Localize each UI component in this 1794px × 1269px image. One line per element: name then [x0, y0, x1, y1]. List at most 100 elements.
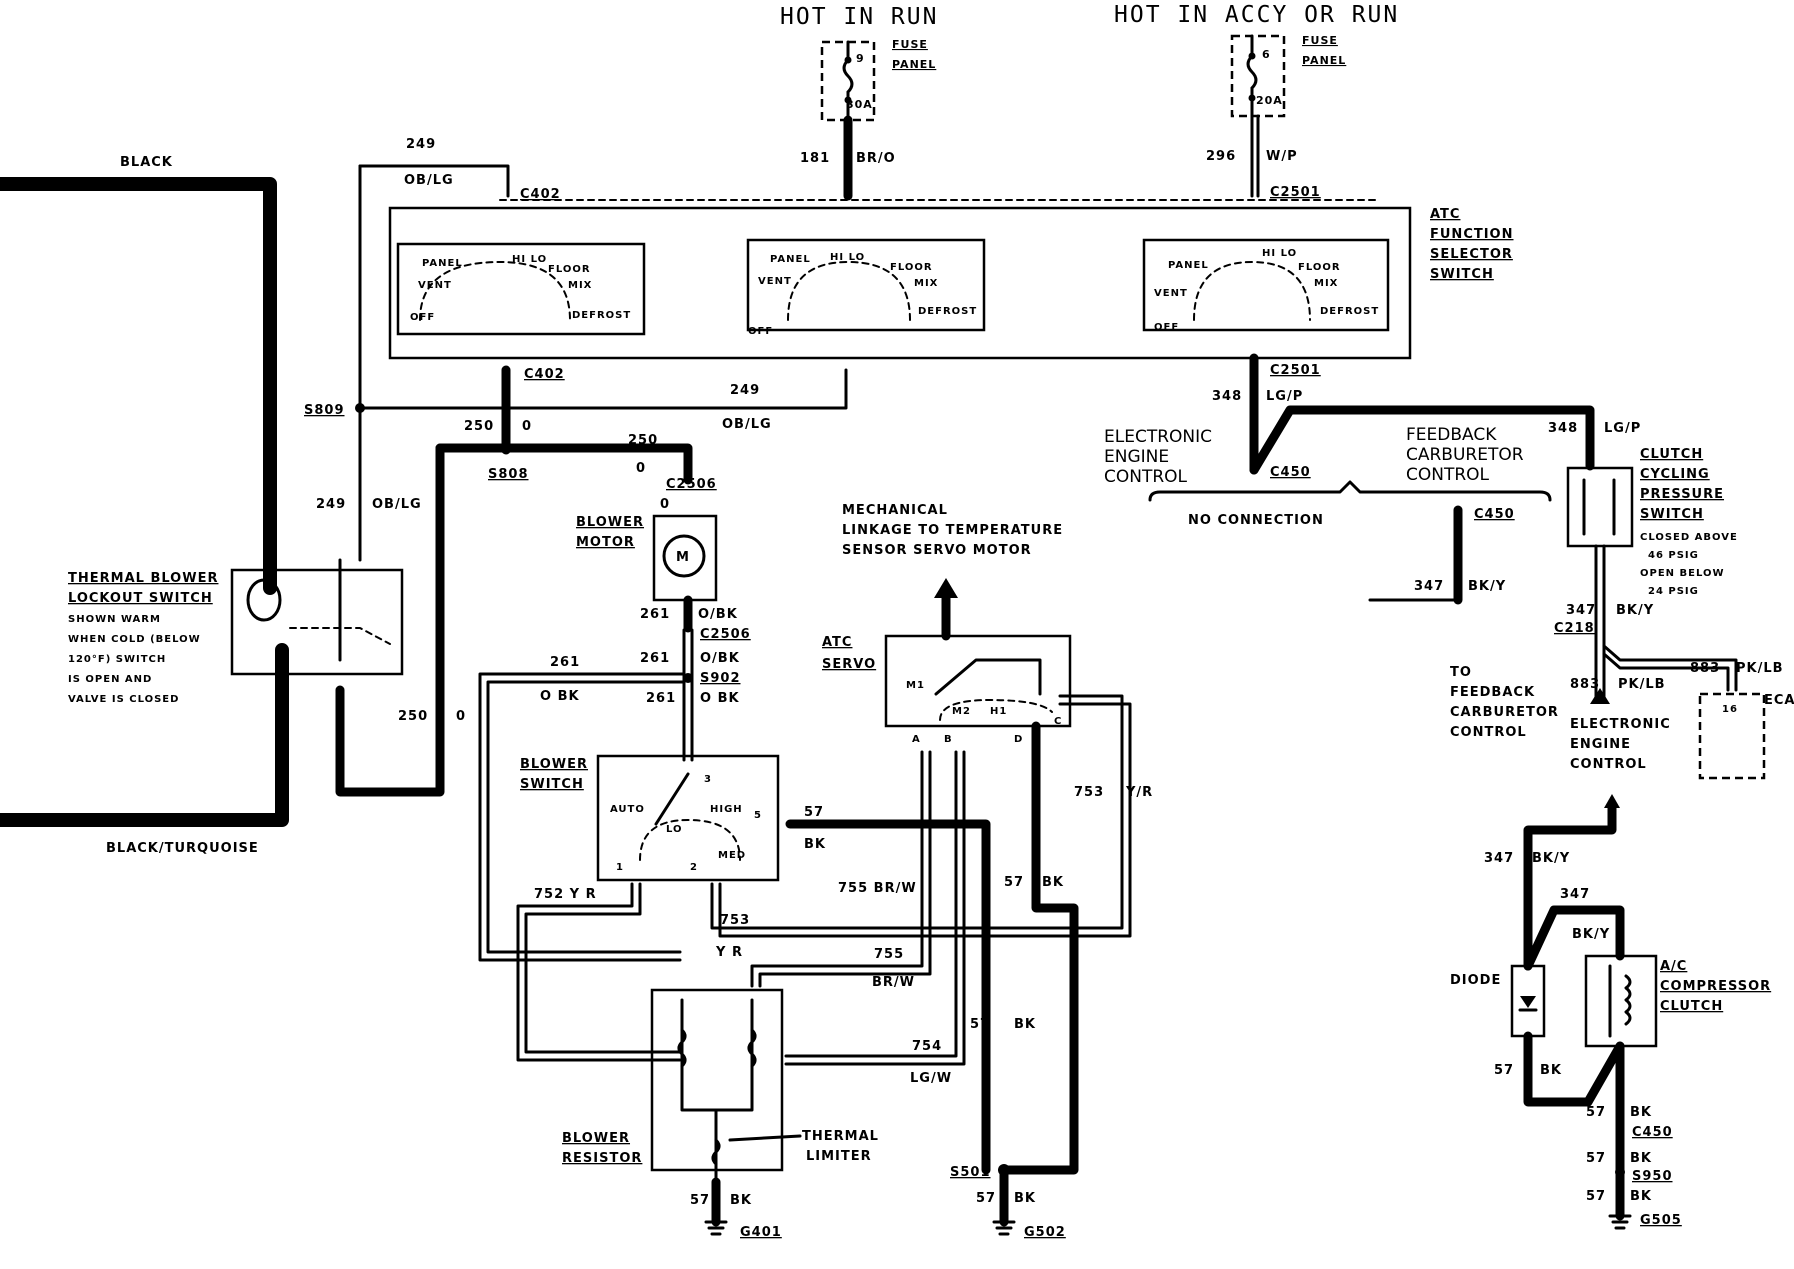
wire-347-c-label: 347 — [1484, 851, 1514, 866]
wire-57-f-color: BK — [1540, 1063, 1562, 1078]
blower-motor: M — [652, 514, 718, 602]
sel3-vent: VENT — [1154, 288, 1188, 299]
bs-med: MED — [718, 850, 746, 861]
s809-label: S809 — [304, 403, 345, 418]
atc-selector-title-3: SELECTOR — [1430, 247, 1513, 262]
servo-c: C — [1054, 716, 1062, 727]
thermal-blower-title-1: THERMAL BLOWER — [68, 571, 218, 586]
bs-pin3: 3 — [704, 774, 712, 785]
wire-755-a-label: 755 BR/W — [838, 881, 917, 896]
wire-755-b-label: 755 — [874, 947, 904, 962]
thermal-blower-lockout-switch — [230, 558, 404, 676]
sel1-hilo: HI LO — [512, 254, 547, 265]
s902-label: S902 — [700, 671, 741, 686]
sel3-defrost: DEFROST — [1320, 306, 1379, 317]
bs-auto: AUTO — [610, 804, 645, 815]
sel2-mix: MIX — [914, 278, 938, 289]
servo-b: B — [944, 734, 953, 745]
wire-261-d-label: 261 — [550, 655, 580, 670]
servo-a: A — [912, 734, 921, 745]
sel1-panel: PANEL — [422, 258, 463, 269]
mechanical-3: SENSOR SERVO MOTOR — [842, 543, 1032, 558]
atc-selector-title-1: ATC — [1430, 207, 1460, 222]
atc-selector-title-2: FUNCTION — [1430, 227, 1514, 242]
diode-label: DIODE — [1450, 973, 1501, 988]
wire-57-h-label: 57 — [1586, 1151, 1606, 1166]
atc-selector-title: ATC FUNCTION SELECTOR SWITCH — [1430, 207, 1514, 282]
eca-label: ECA — [1764, 693, 1794, 708]
linkage-arrow-icon — [934, 578, 958, 598]
to-feedback-4: CONTROL — [1450, 725, 1527, 740]
hot-in-run-label: HOT IN RUN — [780, 4, 938, 30]
wire-883-b-color: PK/LB — [1618, 677, 1666, 692]
wire-250-a-color: 0 — [522, 419, 532, 434]
wire-57-i-label: 57 — [1586, 1189, 1606, 1204]
eca-pin: 16 — [1722, 704, 1738, 715]
wire-261-a-label: 261 — [640, 607, 670, 622]
clutch-cycling-pressure-switch — [1566, 466, 1634, 548]
wire-57-e-label: 57 — [690, 1193, 710, 1208]
c2506-b: C2506 — [700, 627, 751, 642]
wire-261-d-color: O BK — [540, 689, 580, 704]
diode — [1510, 964, 1546, 1038]
fuse-left-label-2: PANEL — [892, 58, 936, 71]
wire-348-a-color: LG/P — [1266, 389, 1303, 404]
s501-label: S501 — [950, 1165, 991, 1180]
eec-upper-2: ENGINE — [1104, 447, 1169, 467]
wire-347-d-label: 347 — [1560, 887, 1590, 902]
to-feedback-2: FEEDBACK — [1450, 685, 1535, 700]
eec-lower-1: ELECTRONIC — [1570, 717, 1671, 732]
wire-347-d-color: BK/Y — [1572, 927, 1610, 942]
wire-261-b-label: 261 — [640, 651, 670, 666]
black-hose-label: BLACK — [120, 155, 173, 170]
blower-resistor-title-1: BLOWER — [562, 1131, 630, 1146]
wire-57-g-color: BK — [1630, 1105, 1652, 1120]
fuse-right-number: 6 — [1262, 48, 1271, 61]
wire-57-g-label: 57 — [1586, 1105, 1606, 1120]
wire-347-c-color: BK/Y — [1532, 851, 1570, 866]
fuse-right-label-1: FUSE — [1302, 34, 1338, 47]
ac-title-2: COMPRESSOR — [1660, 979, 1771, 994]
s808-label: S808 — [488, 467, 529, 482]
sel1-floor: FLOOR — [548, 264, 591, 275]
wire-250-c-color: 0 — [456, 709, 466, 724]
to-feedback-1: TO — [1450, 665, 1472, 680]
clutch-note-3: OPEN BELOW — [1640, 568, 1725, 579]
wire-347-a-color: BK/Y — [1468, 579, 1506, 594]
g401-label: G401 — [740, 1225, 782, 1240]
sel1-mix: MIX — [568, 280, 592, 291]
wire-261-c-color: O BK — [700, 691, 740, 706]
c450-a: C450 — [1270, 465, 1311, 480]
ac-title-1: A/C — [1660, 959, 1687, 974]
wire-347-connector-icon — [1604, 794, 1620, 808]
sel1-defrost: DEFROST — [572, 310, 631, 321]
c450-b: C450 — [1474, 507, 1515, 522]
blower-motor-title-2: MOTOR — [576, 535, 635, 550]
wire-249-mid-color: OB/LG — [722, 417, 772, 432]
sel3-panel: PANEL — [1168, 260, 1209, 271]
s950-label: S950 — [1632, 1169, 1673, 1184]
fuse-left-amps: 30A — [846, 98, 873, 111]
no-connection-label: NO CONNECTION — [1188, 513, 1324, 528]
thermal-note-3: 120°F) SWITCH — [68, 654, 166, 665]
sel2-vent: VENT — [758, 276, 792, 287]
thermal-note-5: VALVE IS CLOSED — [68, 694, 179, 705]
wire-57-f-label: 57 — [1494, 1063, 1514, 1078]
wire-296-label: 296 — [1206, 149, 1236, 164]
wire-249-mid-label: 249 — [730, 383, 760, 398]
clutch-title-1: CLUTCH — [1640, 447, 1703, 462]
wire-348-a-label: 348 — [1212, 389, 1242, 404]
thermal-blower-title: THERMAL BLOWER LOCKOUT SWITCH SHOWN WARM… — [68, 571, 218, 705]
thermal-limiter-1: THERMAL — [802, 1129, 879, 1144]
sel2-off: OFF — [748, 326, 773, 337]
wire-347-b-color: BK/Y — [1616, 603, 1654, 618]
no-connection-brace — [1148, 480, 1552, 502]
sel1-vent: VENT — [418, 280, 452, 291]
atc-servo — [884, 634, 1072, 728]
wire-261-c-label: 261 — [646, 691, 676, 706]
g502-label: G502 — [1024, 1225, 1066, 1240]
c2501-top: C2501 — [1270, 185, 1321, 200]
fuse-right-label-2: PANEL — [1302, 54, 1346, 67]
